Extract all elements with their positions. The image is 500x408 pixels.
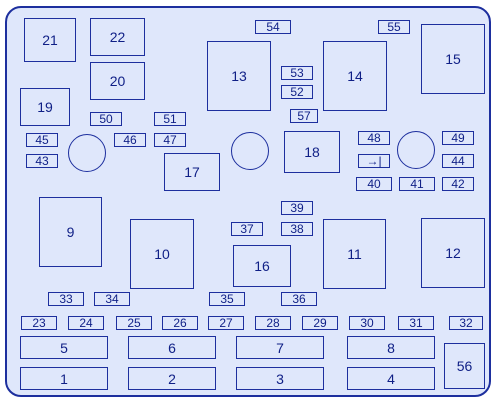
fuse-36: 36 <box>281 292 317 306</box>
fuse-42: 42 <box>442 177 474 191</box>
fuse-40: 40 <box>356 177 392 191</box>
fuse-27: 27 <box>208 316 244 330</box>
diode-symbol: →| <box>358 154 390 168</box>
fuse-57: 57 <box>290 109 318 123</box>
fuse-21: 21 <box>24 18 76 62</box>
fuse-16: 16 <box>233 245 291 287</box>
fuse-37: 37 <box>231 222 263 236</box>
fuse-44: 44 <box>442 154 474 168</box>
fuse-56: 56 <box>444 343 485 389</box>
fuse-1: 1 <box>20 367 108 390</box>
fuse-41: 41 <box>399 177 435 191</box>
fuse-47: 47 <box>154 133 186 147</box>
fuse-7: 7 <box>236 336 324 359</box>
fuse-24: 24 <box>68 316 104 330</box>
fuse-29: 29 <box>302 316 338 330</box>
circuit-breaker-right <box>397 131 435 169</box>
relay-11: 11 <box>323 219 386 289</box>
fuse-34: 34 <box>94 292 130 306</box>
fuse-52: 52 <box>281 85 313 99</box>
fuse-33: 33 <box>48 292 84 306</box>
fuse-45: 45 <box>26 133 58 147</box>
fuse-26: 26 <box>162 316 198 330</box>
relay-14: 14 <box>323 41 387 111</box>
fuse-5: 5 <box>20 336 108 359</box>
fuse-3: 3 <box>236 367 324 390</box>
fuse-48: 48 <box>358 131 390 145</box>
relay-13: 13 <box>207 41 271 111</box>
fuse-49: 49 <box>442 131 474 145</box>
circuit-breaker-center <box>231 132 269 170</box>
fuse-8: 8 <box>347 336 435 359</box>
fuse-38: 38 <box>281 222 313 236</box>
fuse-20: 20 <box>90 62 145 100</box>
fuse-35: 35 <box>209 292 245 306</box>
fuse-17: 17 <box>164 153 220 191</box>
fuse-32: 32 <box>449 316 483 330</box>
fuse-39: 39 <box>281 201 313 215</box>
fuse-43: 43 <box>26 154 58 168</box>
fuse-51: 51 <box>154 112 186 126</box>
relay-10: 10 <box>130 219 194 289</box>
relay-12: 12 <box>421 218 485 288</box>
fuse-6: 6 <box>128 336 216 359</box>
fuse-23: 23 <box>21 316 57 330</box>
fuse-4: 4 <box>347 367 435 390</box>
fuse-22: 22 <box>90 18 145 56</box>
relay-15: 15 <box>421 24 485 94</box>
fuse-2: 2 <box>128 367 216 390</box>
fuse-46: 46 <box>114 133 146 147</box>
fuse-55: 55 <box>378 20 410 34</box>
fuse-30: 30 <box>349 316 385 330</box>
relay-9: 9 <box>39 197 102 267</box>
fuse-54: 54 <box>255 20 291 34</box>
fuse-50: 50 <box>90 112 122 126</box>
fuse-31: 31 <box>398 316 434 330</box>
fuse-28: 28 <box>255 316 291 330</box>
fuse-53: 53 <box>281 66 313 80</box>
fuse-19: 19 <box>20 88 70 126</box>
circuit-breaker-left <box>68 134 106 172</box>
fuse-18: 18 <box>284 131 340 173</box>
fuse-25: 25 <box>116 316 152 330</box>
